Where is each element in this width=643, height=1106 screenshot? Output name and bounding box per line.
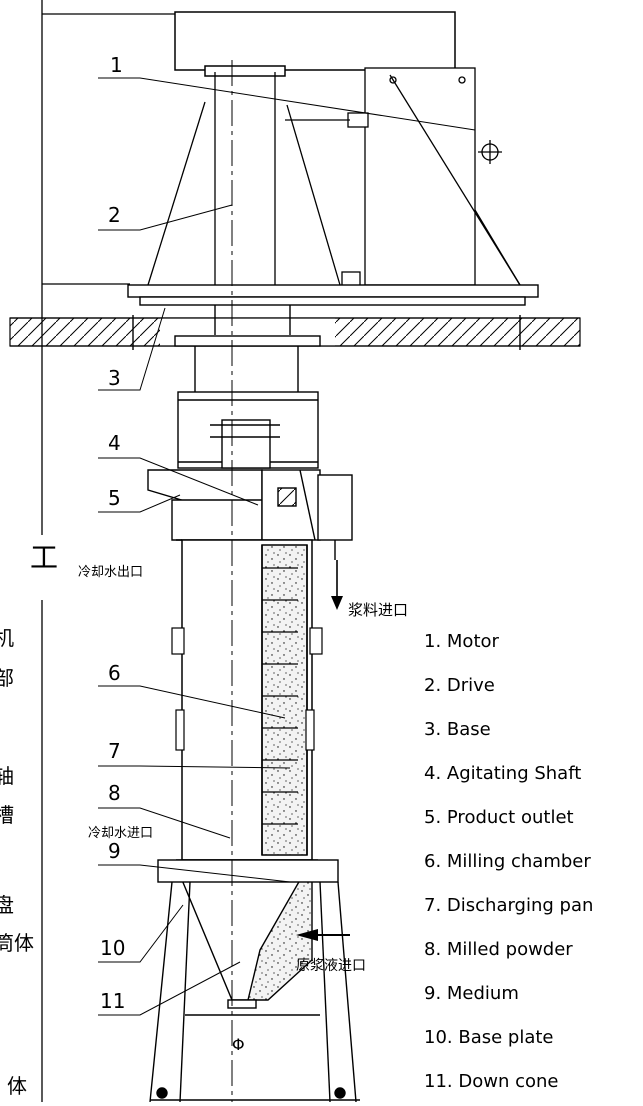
callouts: 1 2 3 4 5 6 7 8 9 10 11 bbox=[100, 53, 125, 1013]
legend-item-8: 8. Milled powder bbox=[424, 939, 573, 960]
cooling-water-inlet-label: 冷却水进口 bbox=[88, 826, 153, 841]
phi-label: Φ bbox=[232, 1035, 245, 1054]
product-outlet bbox=[147, 469, 263, 541]
legend-item-3: 3. Base bbox=[424, 719, 491, 740]
margin-char-cao: 槽 bbox=[0, 803, 14, 827]
motor bbox=[174, 11, 456, 77]
port-labels: 冷却水出口 冷却水进口 浆料进口 原浆液进口 Φ bbox=[78, 565, 408, 1054]
discharging-pans bbox=[262, 567, 298, 825]
margin-char-bu: 部 bbox=[0, 666, 14, 690]
cooling-water-outlet-label: 冷却水出口 bbox=[78, 565, 143, 580]
milling-cylinder bbox=[176, 539, 318, 861]
coupling-housing bbox=[177, 391, 319, 469]
callout-9: 9 bbox=[108, 839, 121, 863]
margin-char-ti: 体 bbox=[7, 1074, 27, 1098]
legend-item-1: 1. Motor bbox=[424, 631, 500, 652]
legend-item-9: 9. Medium bbox=[424, 983, 519, 1004]
margin-char-gong: 工 bbox=[30, 541, 58, 574]
legend-item-10: 10. Base plate bbox=[424, 1027, 554, 1048]
seal-box bbox=[261, 469, 353, 560]
raw-slurry-arrow bbox=[296, 929, 350, 941]
legend-item-11: 11. Down cone bbox=[424, 1071, 558, 1092]
slurry-inlet-arrow bbox=[331, 560, 343, 610]
callout-3: 3 bbox=[108, 366, 121, 390]
margin-char-ji: 机 bbox=[0, 626, 14, 650]
slurry-inlet-label: 浆料进口 bbox=[348, 601, 408, 619]
raw-slurry-inlet-label: 原浆液进口 bbox=[296, 958, 366, 974]
parts-legend: 1. Motor 2. Drive 3. Base 4. Agitating S… bbox=[424, 631, 593, 1092]
drive-frame bbox=[147, 67, 521, 287]
legend-item-6: 6. Milling chamber bbox=[424, 851, 591, 872]
callout-1: 1 bbox=[110, 53, 123, 77]
callout-2: 2 bbox=[108, 203, 121, 227]
callout-8: 8 bbox=[108, 781, 121, 805]
left-margin-text: 工 机 部 轴 槽 盘 筒体 体 bbox=[0, 541, 58, 1098]
legend-item-4: 4. Agitating Shaft bbox=[424, 763, 581, 784]
callout-4: 4 bbox=[108, 431, 121, 455]
callout-5: 5 bbox=[108, 486, 121, 510]
stand-base bbox=[149, 859, 360, 1103]
legend-item-5: 5. Product outlet bbox=[424, 807, 574, 828]
callout-10: 10 bbox=[100, 936, 125, 960]
leader-lines bbox=[98, 77, 476, 1016]
margin-char-pan: 盘 bbox=[0, 893, 14, 917]
legend-item-7: 7. Discharging pan bbox=[424, 895, 593, 916]
margin-char-tongti: 筒体 bbox=[0, 931, 34, 955]
callout-7: 7 bbox=[108, 739, 121, 763]
base-plate bbox=[127, 284, 539, 392]
down-cone bbox=[180, 879, 314, 1009]
legend-item-2: 2. Drive bbox=[424, 675, 495, 696]
callout-6: 6 bbox=[108, 661, 121, 685]
brackets bbox=[171, 627, 323, 751]
callout-11: 11 bbox=[100, 989, 125, 1013]
margin-char-zhou: 轴 bbox=[0, 764, 14, 788]
dimension-line bbox=[41, 0, 175, 1102]
